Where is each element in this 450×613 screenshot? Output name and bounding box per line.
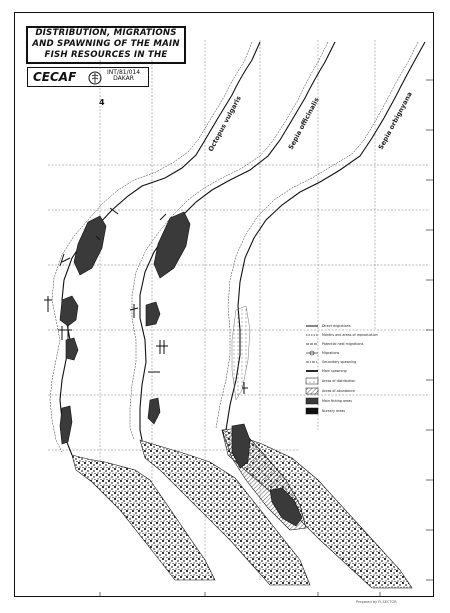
fao-emblem-icon [88, 71, 102, 85]
migration-markers [44, 207, 248, 394]
legend-item-reproduction: Months and areas of reproduction [306, 333, 378, 337]
panel-3-areas [221, 305, 307, 531]
legend-label-2: Months and areas of reproduction [322, 333, 378, 337]
legend-item-nursery: Nursery areas [305, 407, 345, 415]
fishing-area-1c [65, 337, 79, 361]
legend-item-migrations: Migrations [306, 350, 340, 356]
panel-label-1: Octopus vulgaris [207, 95, 243, 153]
cecaf-logo-text: CECAF [33, 70, 77, 84]
legend-label-5: Secondary spawning [322, 360, 356, 364]
project-code: INT/81/014 DAKAR [107, 70, 140, 82]
fishing-area-1a [73, 215, 107, 276]
legend-item-fishing: Main fishing areas [305, 397, 352, 405]
legend-item-distribution: Areas of distribution [305, 377, 355, 385]
land-panel-1 [71, 454, 216, 581]
distribution-area-3 [231, 305, 251, 401]
coastlines [59, 41, 426, 456]
coastline-panel-2 [139, 41, 336, 441]
panel-2-areas [145, 211, 191, 425]
fishing-area-3b [269, 487, 303, 527]
legend-label-3: Potential nest migrations [322, 342, 364, 346]
panel-label-2: Sepia officinalis [287, 96, 321, 151]
project-code-city: DAKAR [113, 75, 134, 82]
fishing-area-2b [145, 301, 161, 327]
map-frame [14, 12, 434, 597]
legend-item-secondary-spawning: Secondary spawning [306, 360, 356, 364]
fishing-area-1d [59, 405, 73, 445]
land-panel-2 [139, 439, 311, 586]
map-legend: Direct migrations Months and areas of re… [305, 324, 378, 415]
title-line-1: DISTRIBUTION, MIGRATIONS [35, 28, 177, 38]
legend-label-6: Main spawning [322, 369, 347, 373]
map-edge-ticks [99, 79, 434, 597]
depth-contours [49, 41, 419, 453]
fishing-area-1b [59, 295, 79, 327]
cecaf-logo-box: CECAF INT/81/014 DAKAR [27, 67, 149, 87]
legend-label-9: Main fishing areas [322, 399, 352, 403]
legend-item-main-spawning: Main spawning [306, 369, 347, 373]
title-line-3: FISH RESOURCES IN THE [44, 50, 168, 60]
panel-1-areas [59, 215, 107, 445]
legend-item-direct-migrations: Direct migrations [306, 324, 351, 328]
legend-label-7: Areas of distribution [322, 379, 355, 383]
legend-label-10: Nursery areas [322, 409, 345, 413]
fishing-area-3a [231, 423, 251, 469]
map-credit: Prepared by FI-SECTOR [356, 600, 397, 604]
legend-item-nest-migrations: Potential nest migrations [306, 342, 364, 346]
project-code-number: INT/81/014 [107, 69, 141, 76]
legend-item-abundance: Areas of abundance [305, 387, 355, 395]
map-title-box: DISTRIBUTION, MIGRATIONS AND SPAWNING OF… [26, 26, 186, 64]
legend-label-8: Areas of abundance [322, 389, 355, 393]
legend-label-1: Direct migrations [322, 324, 351, 328]
fishing-area-2a [153, 211, 191, 279]
title-line-2: AND SPAWNING OF THE MAIN [32, 39, 180, 49]
plate-number: 4 [99, 98, 105, 107]
fishing-area-2c [147, 397, 161, 425]
legend-label-4: Migrations [322, 351, 340, 355]
